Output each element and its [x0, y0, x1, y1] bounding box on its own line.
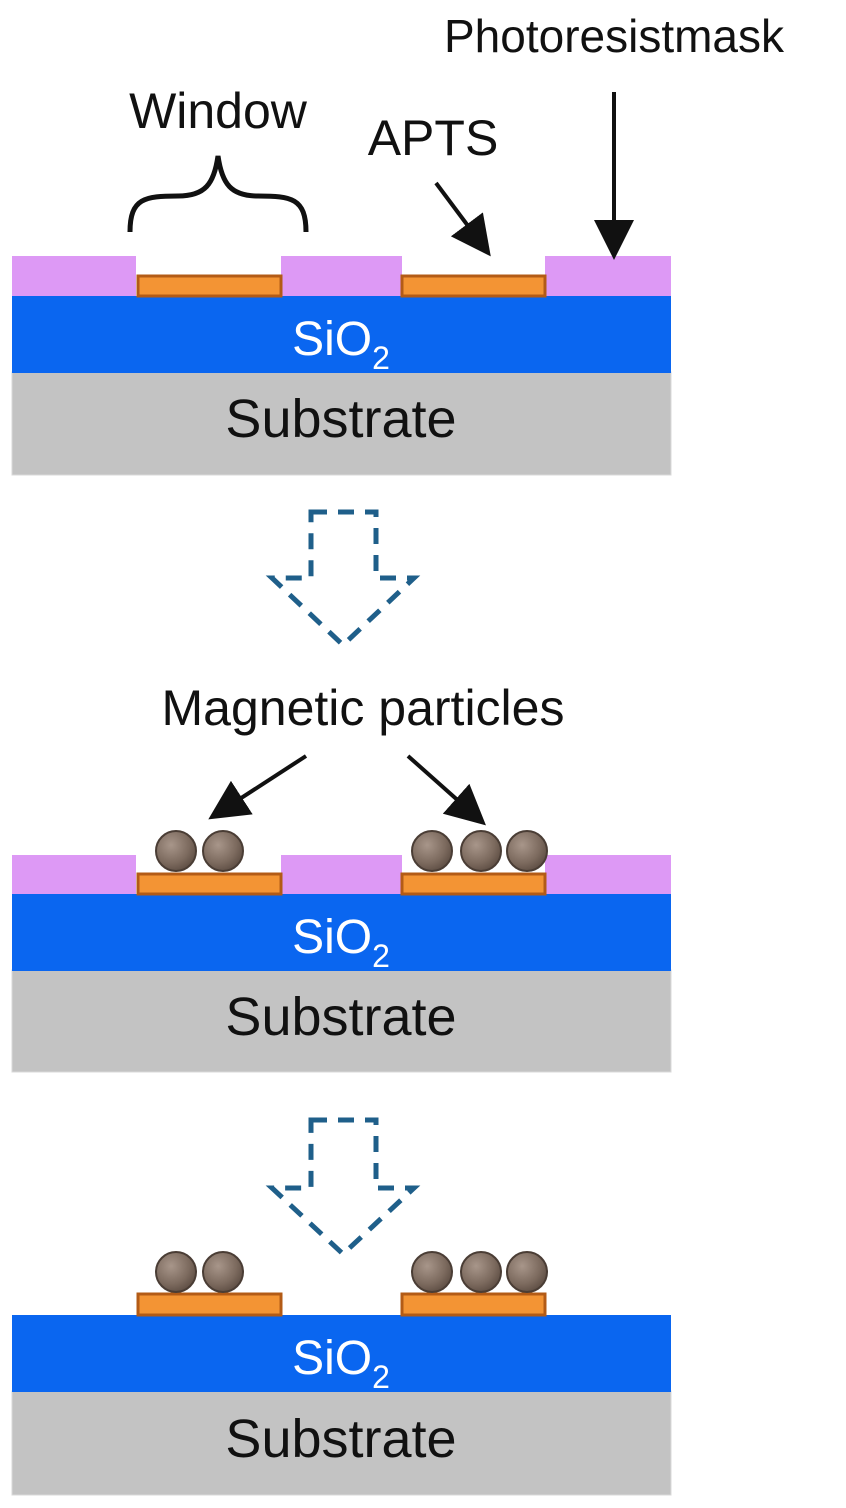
- substrate-label: Substrate: [225, 1409, 456, 1469]
- substrate-label: Substrate: [225, 987, 456, 1047]
- magnetic-particle: [202, 1251, 244, 1293]
- apts-pad: [400, 1292, 547, 1317]
- apts-pad: [400, 274, 547, 298]
- magnetic-particle: [202, 830, 244, 872]
- magnetic-particle: [411, 830, 453, 872]
- sio2-subscript: 2: [372, 938, 390, 974]
- process-step-arrow-icon: [265, 1117, 421, 1258]
- substrate-layer: Substrate: [11, 371, 672, 476]
- photoresist-mask-segments: [12, 256, 671, 296]
- particles-pointer-arrow-icon: [406, 754, 486, 826]
- apts-pad: [136, 1292, 283, 1317]
- photoresist-mask-segments: [12, 855, 671, 894]
- apts-pads: [136, 1292, 547, 1317]
- photoresist-segment: [281, 256, 402, 296]
- sio2-label: SiO2: [292, 313, 390, 376]
- magnetic-particle: [506, 1251, 548, 1293]
- magnetic-particles-label: Magnetic particles: [162, 680, 565, 736]
- photoresist-mask-label: Photoresistmask: [444, 10, 785, 62]
- sio2-layer: SiO2: [12, 894, 671, 974]
- apts-label: APTS: [368, 110, 499, 166]
- window-brace-icon: [127, 155, 309, 233]
- apts-pad: [136, 274, 283, 298]
- substrate-layer: Substrate: [11, 1390, 672, 1496]
- apts-pad: [136, 872, 283, 896]
- apts-pointer-arrow-icon: [434, 181, 491, 257]
- magnetic-particle: [155, 1251, 197, 1293]
- substrate-layer: Substrate: [11, 969, 672, 1073]
- magnetic-particle: [155, 830, 197, 872]
- sio2-label: SiO2: [292, 1332, 390, 1395]
- sio2-label: SiO2: [292, 911, 390, 974]
- photoresist-segment: [12, 256, 136, 296]
- sio2-subscript: 2: [372, 1359, 390, 1395]
- sio2-subscript: 2: [372, 340, 390, 376]
- sio2-main-text: SiO: [292, 313, 372, 366]
- magnetic-particle: [411, 1251, 453, 1293]
- stage-2-particles-assembled: Magnetic particles Substrate SiO2: [11, 680, 672, 1073]
- photoresist-segment: [545, 256, 671, 296]
- photoresist-segment: [545, 855, 671, 894]
- stage-3-after-lift-off: Substrate SiO2: [11, 1251, 672, 1496]
- magnetic-particle: [506, 830, 548, 872]
- sio2-main-text: SiO: [292, 911, 372, 964]
- sio2-main-text: SiO: [292, 1332, 372, 1385]
- magnetic-particles: [155, 830, 548, 872]
- photoresist-segment: [12, 855, 136, 894]
- window-label: Window: [129, 83, 308, 139]
- magnetic-particles: [155, 1251, 548, 1293]
- magnetic-particle: [460, 830, 502, 872]
- apts-pad: [400, 872, 547, 896]
- particles-pointer-arrow-icon: [208, 754, 308, 820]
- stage-1-photoresist-patterned: Substrate SiO2 Photoresistmask Window AP…: [11, 10, 785, 476]
- sio2-layer: SiO2: [12, 296, 671, 376]
- substrate-label: Substrate: [225, 389, 456, 449]
- apts-pads: [136, 872, 547, 896]
- apts-pads: [136, 274, 547, 298]
- photoresist-segment: [281, 855, 402, 894]
- magnetic-particle: [460, 1251, 502, 1293]
- sio2-layer: SiO2: [12, 1315, 671, 1395]
- process-step-arrow-icon: [265, 509, 421, 649]
